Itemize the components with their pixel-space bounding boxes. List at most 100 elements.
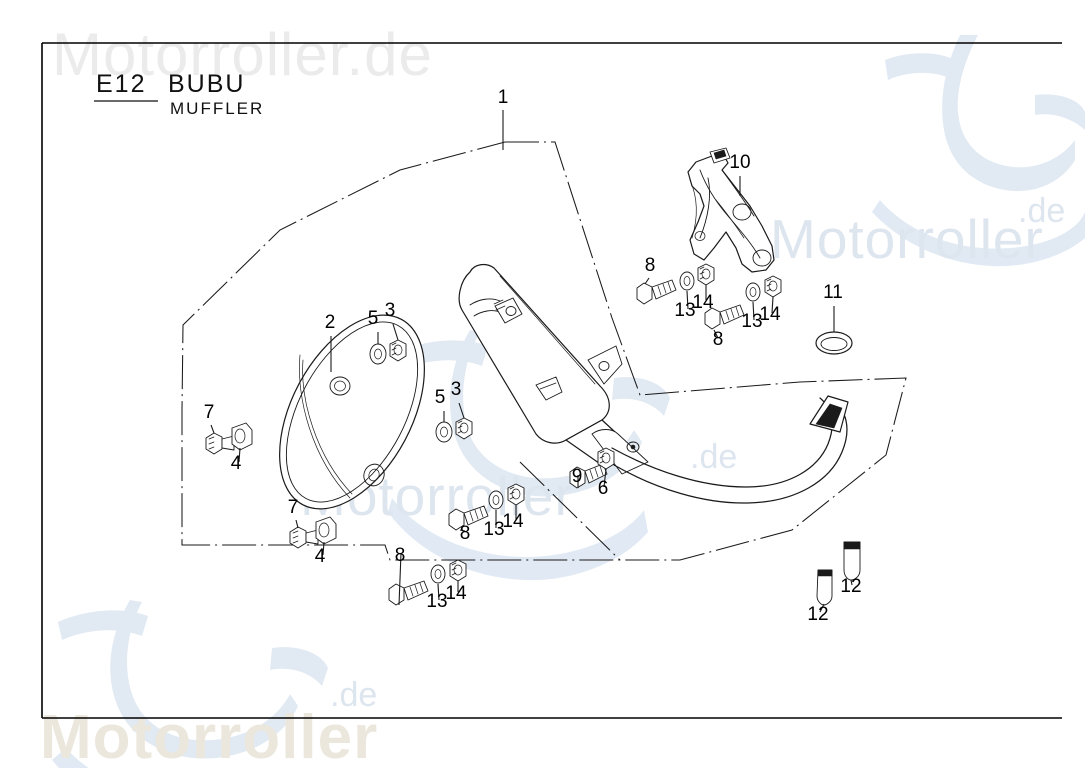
bracket-hole-upper [732,203,752,221]
washer-5a-hole [374,348,382,360]
callout-number-nut: 14 [445,583,467,604]
fastener-bolt-8c [636,279,677,305]
leader-3a [392,323,399,341]
bracket-web-line-4 [715,199,745,239]
muffler-tab-hole [598,361,610,371]
exhaust-header-pipe [611,395,849,504]
callout-number-bolt: 7 [288,497,299,518]
muffler-highlight [499,275,596,385]
collar-4a-hole [234,428,246,444]
watermark-top-text: Motorroller.de [52,21,433,88]
bolt-9-thread [589,465,604,480]
leader-8c [644,277,650,285]
bracket-body [687,151,775,273]
washer-13b-hole [492,495,500,505]
nut-14c-thread [699,266,705,280]
gasket-ring-inner [820,337,848,351]
exhaust-pipe-inner [613,398,848,504]
collar-4a-body [231,422,253,451]
washer-13a-hole [434,569,442,579]
callout-number-washer: 13 [483,519,504,540]
heat-shield-hole-lower [363,463,385,487]
callout-number-nut: 6 [598,478,609,499]
callout-number-washer: 13 [426,591,447,612]
bolt-8c-shank [651,279,677,300]
heat-shield-hole-upper-inner [334,380,346,392]
muffler-weld-band-2 [469,298,501,306]
leader-8d [713,329,719,339]
heat-shield-inner-edge [302,359,353,495]
heat-shield-rim [285,321,419,503]
callout-number-bolt: 8 [713,329,724,350]
leader-8b [459,529,466,532]
bolt-7a-detail [208,436,215,450]
callout-number-muffler-assembly: 1 [498,87,509,108]
bolt-8c-thread [657,281,672,296]
gasket-ring [815,331,853,355]
watermark-bottom-suffix: .de [330,676,377,714]
fastener-collar-4a [231,422,253,451]
bolt-8a-thread [409,582,424,597]
bolt-8a-head [388,583,405,606]
leader-7b [295,519,299,529]
nut-14a-body [449,559,467,582]
callout-number-bolt: 9 [572,466,583,487]
bolt-8d-thread [725,306,740,321]
heat-shield-protector [279,314,425,510]
collar-4b-body [315,516,337,545]
callout-number-nut: 3 [385,300,396,321]
callout-number-washer: 5 [435,387,446,408]
nut-3b-thread [457,420,463,434]
muffler-stud-boss [494,297,523,324]
callout-number-gasket-ring: 11 [823,282,843,303]
title-subtitle: MUFFLER [170,99,264,118]
bolt-8b-head [448,508,465,531]
leader-3b [458,402,465,419]
fastener-bolt-8a [388,580,429,606]
nut-6-body [597,447,615,470]
nut-6-hole [601,452,611,464]
collar-4b-hole [318,522,330,538]
leader-7a [210,424,215,434]
fastener-nut-14d [764,275,782,298]
bracket-hole-lower [752,249,772,267]
callout-number-nut: 3 [451,379,462,400]
bolt-7b-shank [305,529,319,545]
nut-3b-hole [459,422,469,434]
page-frame [41,42,1062,719]
fastener-washer-13a [430,564,446,584]
fastener-washer-5b [435,421,453,443]
leader-8a [398,552,402,606]
bolt-8c-head [636,282,653,305]
callout-number-washer: 13 [674,300,695,321]
muffler-stud-hole [505,306,517,316]
heat-shield-outer [279,314,425,510]
assembly-boundary-outline [181,141,907,561]
fastener-bolt-8d [704,304,745,330]
leader-4a [238,447,241,463]
muffler-mount-tab-upper [587,345,623,385]
fastener-nut-14b [507,483,525,506]
nut-14a-hole [453,564,463,576]
nut-14d-thread [766,278,772,292]
nut-14b-hole [511,488,521,500]
muffler-clamp-mid-line [539,382,557,390]
leader-14d [771,296,774,314]
fastener-nut-14c [697,263,715,286]
mounting-bracket [687,147,775,273]
callout-number-bolt: 8 [395,545,406,566]
watermark-right-suffix: .de [1018,192,1065,230]
leader-12b [850,579,853,586]
exhaust-flange-slot [815,403,843,429]
washer-13b-outer [488,490,504,510]
fastener-washer-13b [488,490,504,510]
leader-13a [437,583,440,601]
title-code: E12 [96,70,146,98]
bracket-web-line-1 [699,169,761,259]
washer-13c-hole [683,276,691,286]
callout-number-collar: 4 [231,453,242,474]
callout-number-nut: 14 [692,292,714,313]
bracket-web-line-2 [699,177,711,239]
